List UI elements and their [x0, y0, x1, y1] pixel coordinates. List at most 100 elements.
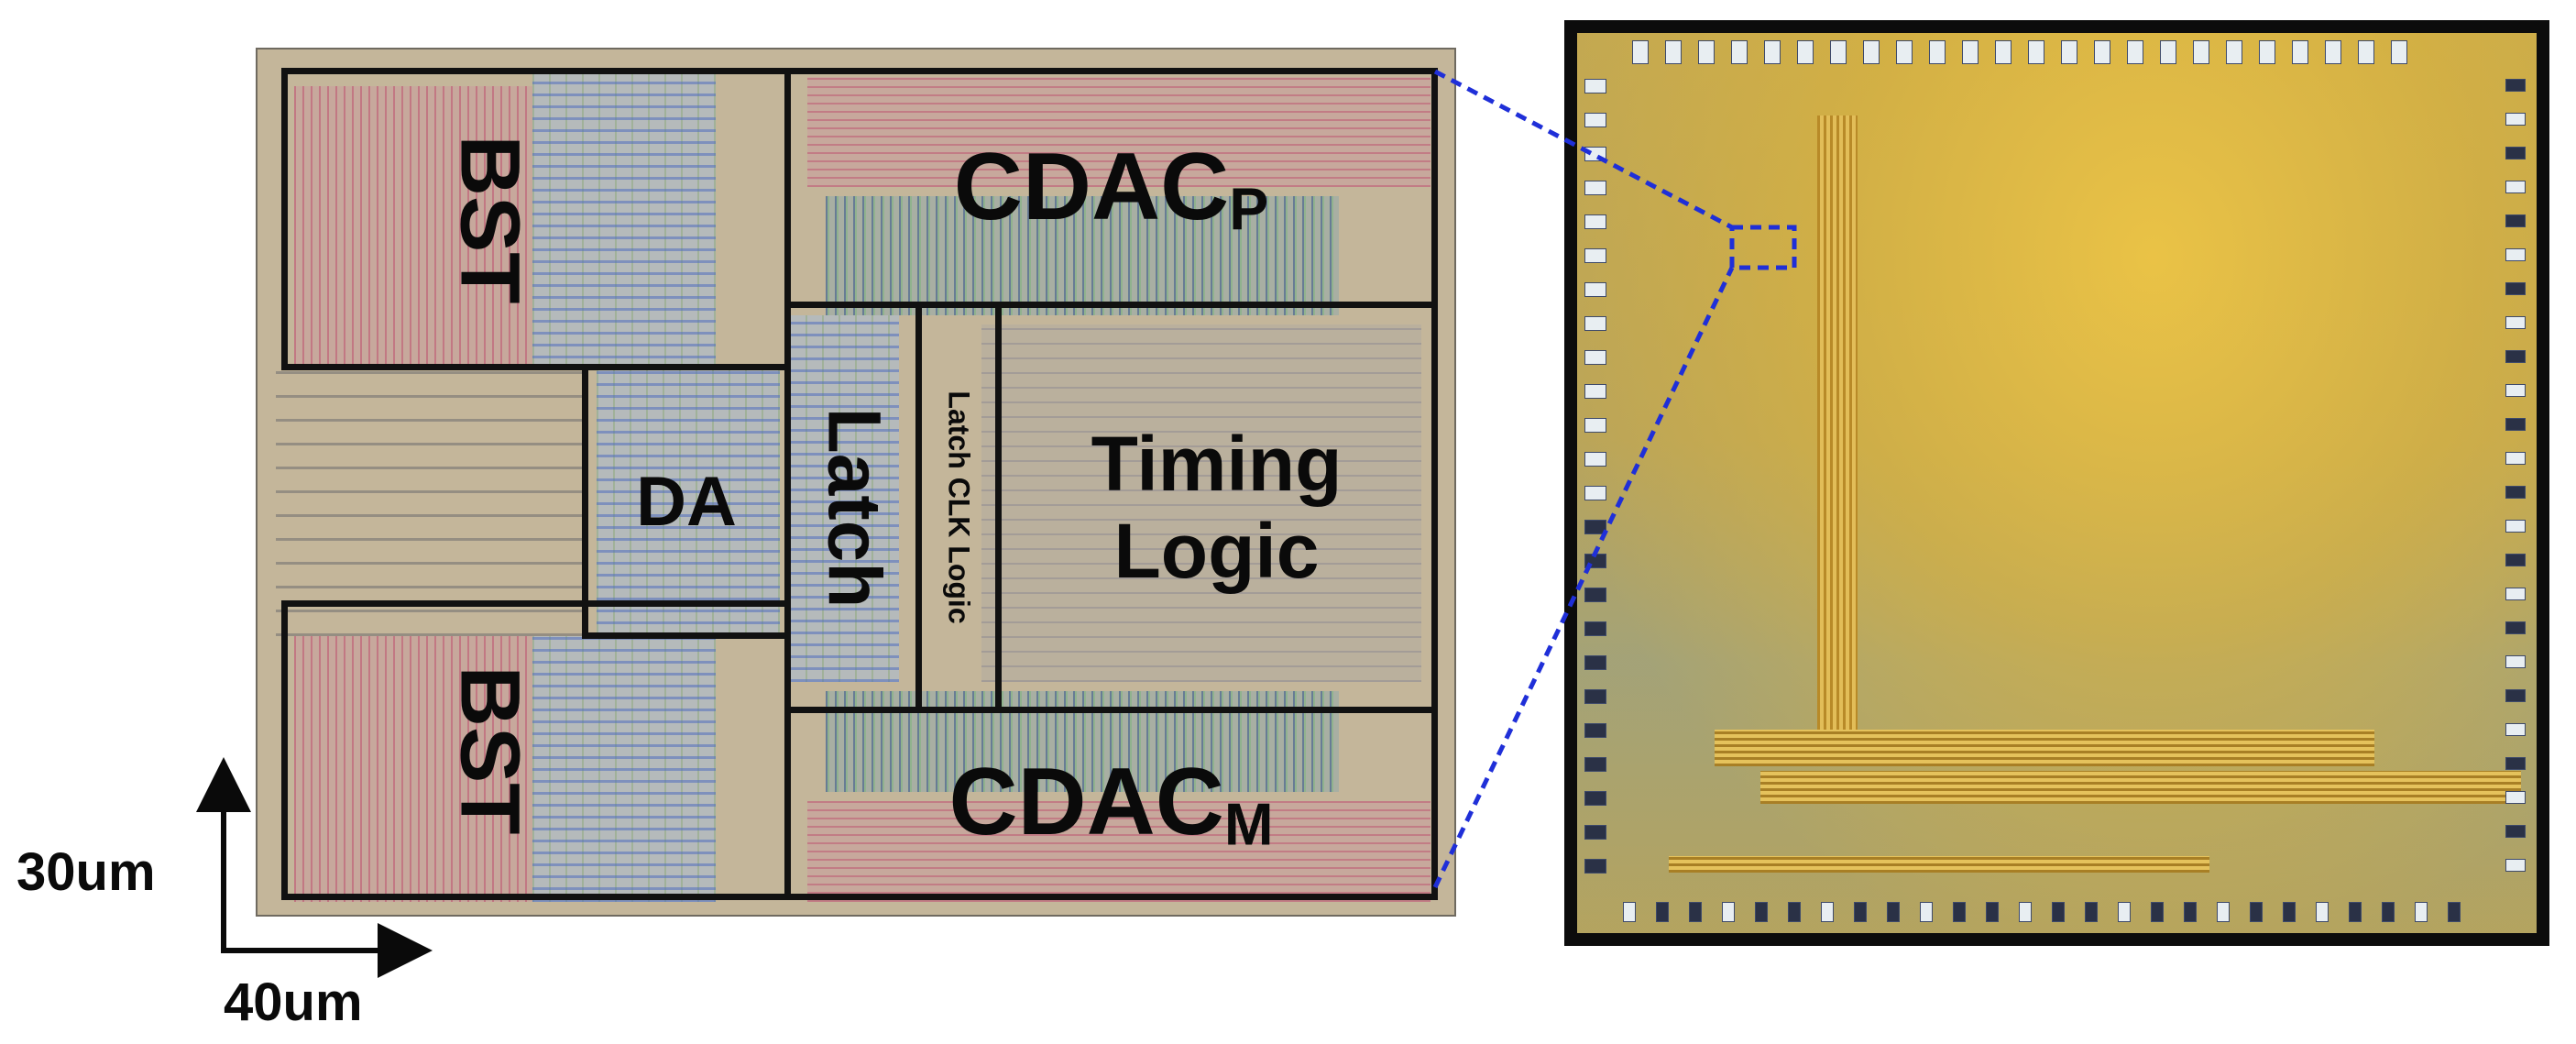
bond-pad: [2505, 350, 2526, 363]
bond-pad: [2505, 520, 2526, 533]
bond-pad: [2160, 40, 2176, 64]
bond-pad: [2505, 621, 2526, 634]
scale-horizontal-label: 40um: [224, 973, 363, 1032]
bond-pad: [1887, 902, 1900, 922]
bond-pad: [1830, 40, 1847, 64]
bond-pad: [1929, 40, 1946, 64]
cdac-p-texture: [807, 77, 1431, 187]
bond-pad: [2505, 859, 2526, 872]
bond-pad: [1584, 486, 1606, 500]
bond-pad: [1584, 452, 1606, 467]
bond-pad: [2358, 40, 2374, 64]
bond-pad: [2505, 248, 2526, 261]
bond-pad: [1731, 40, 1748, 64]
bond-pad: [1584, 384, 1606, 399]
bond-pad: [1722, 902, 1735, 922]
bond-pad: [1584, 588, 1606, 602]
bond-pad: [1995, 40, 2011, 64]
bst-bottom-cells-texture: [532, 636, 716, 902]
bond-pad: [2193, 40, 2209, 64]
bond-pad: [2061, 40, 2077, 64]
da-texture: [597, 370, 780, 636]
bond-pad: [1584, 350, 1606, 365]
bond-pad: [1584, 655, 1606, 670]
bond-pad: [2415, 902, 2428, 922]
bond-pad: [2184, 902, 2197, 922]
bond-pad: [2127, 40, 2143, 64]
bond-pad: [1920, 902, 1933, 922]
bond-pad: [2217, 902, 2230, 922]
horizontal-bus-1: [1715, 730, 2374, 766]
bond-pad: [2505, 825, 2526, 838]
bond-pad: [1863, 40, 1880, 64]
bond-pad: [2118, 902, 2131, 922]
bond-pad: [1584, 113, 1606, 127]
bond-pad: [2505, 757, 2526, 770]
bond-pad: [1821, 902, 1834, 922]
bond-pad: [2505, 79, 2526, 92]
bond-pad: [1986, 902, 1999, 922]
horizontal-bus-3: [1669, 856, 2209, 873]
bond-pad: [1953, 902, 1966, 922]
bond-pad: [2505, 486, 2526, 499]
bond-pad: [2505, 554, 2526, 566]
bst-top-texture: [294, 86, 532, 370]
bond-pad: [1755, 902, 1768, 922]
bond-pad: [2505, 181, 2526, 193]
bond-pad: [1764, 40, 1781, 64]
bond-pad: [2391, 40, 2407, 64]
bond-pad: [2505, 655, 2526, 668]
vertical-bus: [1817, 115, 1858, 757]
bond-pad: [2505, 113, 2526, 126]
zoom-line-top: [1433, 69, 1734, 230]
bond-pad: [2283, 902, 2296, 922]
bond-pad: [2151, 902, 2164, 922]
cdac-m-label: CDACM: [948, 749, 1274, 858]
bond-pad: [2505, 316, 2526, 329]
zoom-region-box: [1729, 225, 1797, 270]
bond-pad: [1584, 214, 1606, 229]
bond-pad: [1665, 40, 1682, 64]
bond-pad: [1632, 40, 1649, 64]
bond-pad: [2250, 902, 2263, 922]
bond-pad: [2085, 902, 2098, 922]
bond-pad: [2505, 588, 2526, 600]
bond-pad: [1854, 902, 1867, 922]
zoom-line-bottom: [1432, 266, 1735, 889]
bond-pad: [2505, 282, 2526, 295]
bond-pad: [1689, 902, 1702, 922]
bond-pad: [2505, 452, 2526, 465]
bond-pad: [2505, 214, 2526, 227]
bond-pad: [1584, 418, 1606, 433]
bond-pad: [1788, 902, 1801, 922]
bond-pad: [1896, 40, 1913, 64]
bond-pad: [1797, 40, 1814, 64]
bond-pad: [2028, 40, 2044, 64]
bond-pad: [2259, 40, 2275, 64]
bond-pad: [2382, 902, 2395, 922]
bond-pad: [2019, 902, 2032, 922]
bond-pad: [2316, 902, 2329, 922]
cdac-m-texture: [807, 801, 1431, 902]
bond-pad: [2505, 384, 2526, 397]
chip-die: [1577, 33, 2537, 933]
bst-top-cells-texture: [532, 68, 716, 370]
bond-pad: [2448, 902, 2461, 922]
bond-pad: [2505, 723, 2526, 736]
bond-pad: [2226, 40, 2242, 64]
bond-pad: [1656, 902, 1669, 922]
bond-pad: [1584, 859, 1606, 874]
bond-pad: [1584, 689, 1606, 704]
timing-logic-label-line2: Logic: [1113, 507, 1320, 594]
chip-micrograph: [1564, 20, 2549, 946]
bond-pad: [2505, 689, 2526, 702]
bond-pad: [1584, 757, 1606, 772]
bond-pad: [1584, 316, 1606, 331]
timing-logic-texture: [981, 324, 1421, 682]
bond-pad: [1584, 723, 1606, 738]
bond-pad: [2094, 40, 2110, 64]
bond-pad: [1584, 791, 1606, 806]
bond-pad: [2052, 902, 2065, 922]
latch-texture: [789, 315, 899, 682]
